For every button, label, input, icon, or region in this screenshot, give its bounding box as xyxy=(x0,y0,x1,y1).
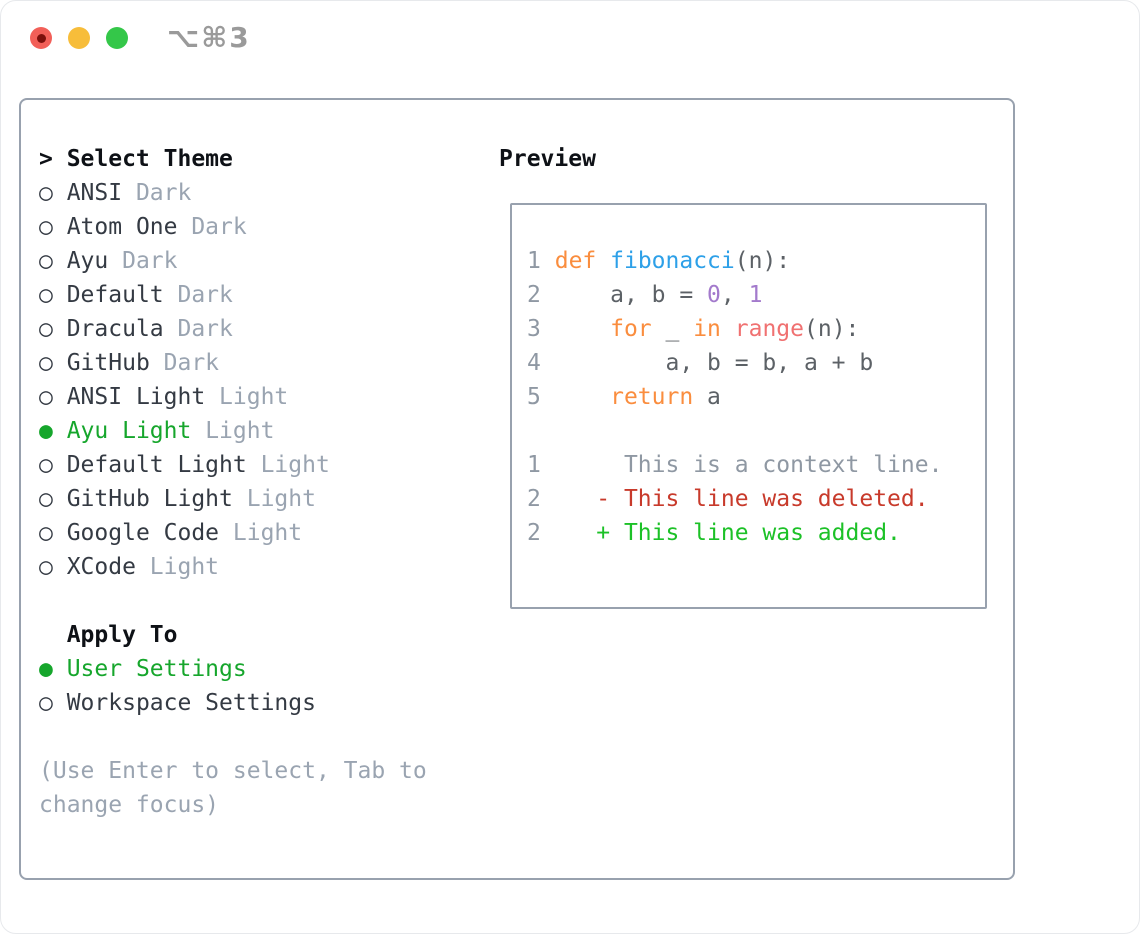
theme-item-github-dark[interactable]: ○ GitHub Dark xyxy=(39,350,220,376)
apply-option-user-settings[interactable]: ● User Settings xyxy=(39,656,247,682)
theme-item-ansi-light[interactable]: ○ ANSI Light Light xyxy=(39,384,289,410)
theme-item-github-light[interactable]: ○ GitHub Light Light xyxy=(39,486,316,512)
preview-spacer xyxy=(527,210,942,244)
theme-item-xcode-light[interactable]: ○ XCode Light xyxy=(39,554,220,580)
diff-context-line: 1 This is a context line. xyxy=(527,452,943,478)
hint-line-2: change focus) xyxy=(39,792,220,818)
theme-item-ansi-dark[interactable]: ○ ANSI Dark xyxy=(39,180,192,206)
window-shortcut-label: ⌥⌘3 xyxy=(167,21,251,54)
select-theme-heading: > Select Theme xyxy=(39,146,233,172)
preview-spacer xyxy=(527,414,942,448)
spacer xyxy=(39,720,427,754)
preview-box xyxy=(510,203,987,609)
zoom-button[interactable] xyxy=(106,27,128,49)
theme-item-dracula-dark[interactable]: ○ Dracula Dark xyxy=(39,316,233,342)
code-line-1: 1 def fibonacci(n): xyxy=(527,248,791,274)
spacer xyxy=(39,584,427,618)
code-line-2: 2 a, b = 0, 1 xyxy=(527,282,763,308)
hint-line-1: (Use Enter to select, Tab to xyxy=(39,758,427,784)
apply-to-heading: Apply To xyxy=(39,622,178,648)
theme-item-default-light[interactable]: ○ Default Light Light xyxy=(39,452,330,478)
code-line-5: 5 return a xyxy=(527,384,721,410)
diff-added-line: 2 + This line was added. xyxy=(527,520,901,546)
minimize-button[interactable] xyxy=(68,27,90,49)
preview-heading: Preview xyxy=(499,146,596,172)
preview-code: 1 def fibonacci(n): 2 a, b = 0, 1 3 for _ … xyxy=(527,210,942,550)
close-button-dot xyxy=(36,33,46,43)
theme-item-default-dark[interactable]: ○ Default Dark xyxy=(39,282,233,308)
diff-deleted-line: 2 - This line was deleted. xyxy=(527,486,929,512)
theme-item-google-code-light[interactable]: ○ Google Code Light xyxy=(39,520,303,546)
theme-item-ayu-dark[interactable]: ○ Ayu Dark xyxy=(39,248,178,274)
theme-item-ayu-light-selected[interactable]: ● Ayu Light Light xyxy=(39,418,275,444)
theme-item-atom-one-dark[interactable]: ○ Atom One Dark xyxy=(39,214,247,240)
theme-list: > Select Theme ○ ANSI Dark ○ Atom One Dark… xyxy=(39,142,427,822)
apply-option-workspace-settings[interactable]: ○ Workspace Settings xyxy=(39,690,316,716)
code-line-3: 3 for _ in range(n): xyxy=(527,316,860,342)
close-button[interactable] xyxy=(30,27,52,49)
window-controls xyxy=(30,27,128,49)
code-line-4: 4 a, b = b, a + b xyxy=(527,350,874,376)
